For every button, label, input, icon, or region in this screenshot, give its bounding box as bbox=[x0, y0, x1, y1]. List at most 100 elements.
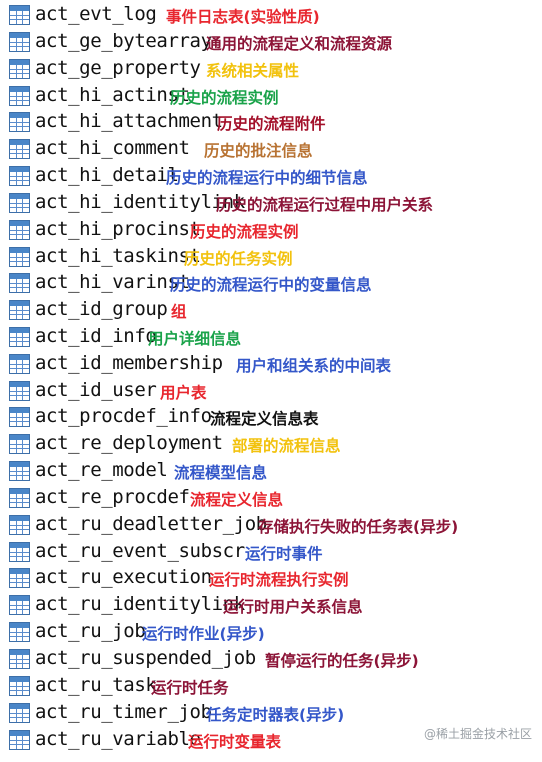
table-name: act_ru_event_subscr bbox=[35, 540, 245, 562]
table-icon bbox=[9, 730, 30, 750]
table-description: 运行时任务 bbox=[151, 679, 229, 697]
table-icon bbox=[9, 86, 30, 106]
table-description: 暂停运行的任务(异步) bbox=[265, 652, 419, 670]
list-item[interactable]: act_id_membership 用户和组关系的中间表 bbox=[0, 351, 542, 377]
table-icon bbox=[9, 434, 30, 454]
table-icon bbox=[9, 568, 30, 588]
table-icon bbox=[9, 488, 30, 508]
list-item[interactable]: act_ge_property 系统相关属性 bbox=[0, 56, 542, 82]
list-item[interactable]: act_evt_log 事件日志表(实验性质) bbox=[0, 2, 542, 28]
table-name: act_re_procdef bbox=[35, 486, 190, 508]
table-description: 通用的流程定义和流程资源 bbox=[206, 35, 393, 53]
table-description: 运行时作业(异步) bbox=[142, 625, 265, 643]
table-icon bbox=[9, 300, 30, 320]
table-icon bbox=[9, 354, 30, 374]
table-description: 历史的流程实例 bbox=[170, 89, 279, 107]
table-icon bbox=[9, 273, 30, 293]
table-description: 任务定时器表(异步) bbox=[206, 706, 345, 724]
table-icon bbox=[9, 407, 30, 427]
table-name: act_ru_timer_job bbox=[35, 701, 212, 723]
table-icon bbox=[9, 542, 30, 562]
table-name: act_ru_suspended_job bbox=[35, 647, 256, 669]
table-icon bbox=[9, 193, 30, 213]
table-icon bbox=[9, 703, 30, 723]
table-name: act_re_model bbox=[35, 459, 168, 481]
table-icon bbox=[9, 515, 30, 535]
table-description: 组 bbox=[171, 303, 187, 321]
table-name: act_id_info bbox=[35, 325, 157, 347]
table-name: act_hi_detail bbox=[35, 164, 179, 186]
table-icon bbox=[9, 5, 30, 25]
table-name: act_hi_comment bbox=[35, 137, 190, 159]
table-description: 流程定义信息 bbox=[190, 491, 284, 509]
list-item[interactable]: act_ru_suspended_job 暂停运行的任务(异步) bbox=[0, 646, 542, 672]
table-name: act_hi_identitylink bbox=[35, 191, 245, 213]
watermark: @稀土掘金技术社区 bbox=[423, 727, 532, 741]
table-icon bbox=[9, 461, 30, 481]
table-description: 运行时事件 bbox=[245, 545, 323, 563]
table-name: act_hi_attachment bbox=[35, 110, 223, 132]
table-name: act_ru_variable bbox=[35, 728, 201, 750]
table-name: act_ru_task bbox=[35, 674, 157, 696]
table-icon bbox=[9, 139, 30, 159]
table-name: act_hi_procinst bbox=[35, 218, 201, 240]
table-icon bbox=[9, 327, 30, 347]
table-description: 历史的流程运行过程中用户关系 bbox=[216, 196, 434, 214]
table-icon bbox=[9, 649, 30, 669]
list-item[interactable]: act_hi_comment 历史的批注信息 bbox=[0, 136, 542, 162]
table-name: act_procdef_info bbox=[35, 405, 212, 427]
table-name: act_hi_actinst bbox=[35, 84, 190, 106]
table-name: act_id_membership bbox=[35, 352, 223, 374]
table-description: 历史的流程运行中的细节信息 bbox=[166, 169, 368, 187]
table-description: 运行时变量表 bbox=[188, 733, 282, 751]
table-description: 系统相关属性 bbox=[206, 62, 300, 80]
table-icon bbox=[9, 112, 30, 132]
table-description: 历史的流程运行中的变量信息 bbox=[170, 276, 372, 294]
table-description: 历史的流程实例 bbox=[190, 223, 299, 241]
table-description: 运行时用户关系信息 bbox=[223, 598, 363, 616]
table-icon bbox=[9, 32, 30, 52]
table-description: 历史的批注信息 bbox=[204, 142, 313, 160]
table-icon bbox=[9, 220, 30, 240]
table-name: act_ru_execution bbox=[35, 566, 212, 588]
table-name: act_id_group bbox=[35, 298, 168, 320]
table-description: 流程定义信息表 bbox=[210, 410, 319, 428]
table-name: act_id_user bbox=[35, 379, 157, 401]
table-icon bbox=[9, 595, 30, 615]
table-icon bbox=[9, 622, 30, 642]
table-icon bbox=[9, 676, 30, 696]
table-description: 存储执行失败的任务表(异步) bbox=[258, 518, 459, 536]
table-description: 用户和组关系的中间表 bbox=[236, 357, 392, 375]
table-name: act_ge_property bbox=[35, 57, 201, 79]
table-name: act_evt_log bbox=[35, 3, 157, 25]
table-icon bbox=[9, 59, 30, 79]
table-name: act_hi_taskinst bbox=[35, 245, 201, 267]
table-description: 事件日志表(实验性质) bbox=[166, 8, 320, 26]
table-description: 用户表 bbox=[160, 384, 207, 402]
table-name: act_ru_identitylink bbox=[35, 593, 245, 615]
table-description: 历史的任务实例 bbox=[184, 250, 293, 268]
